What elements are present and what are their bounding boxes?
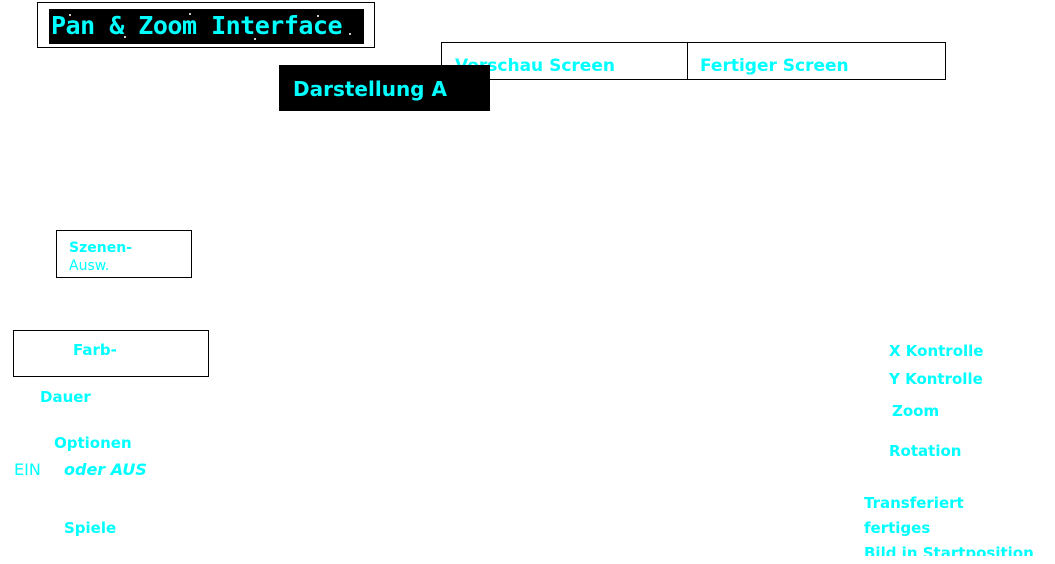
app-title: Pan & Zoom Interface [51,11,343,40]
screen-tab-divider [687,42,688,80]
transfer-label-line1[interactable]: Transferiert [864,494,964,512]
title-banner: Pan & Zoom Interface [49,9,364,44]
view-label-box: Darstellung A [279,65,490,111]
scene-select-label-line1: Szenen- [69,240,132,256]
scene-select-button[interactable]: Szenen- Ausw. [56,230,192,278]
x-control[interactable]: X Kontrolle [889,342,984,360]
scene-select-label-line2: Ausw. [69,258,110,274]
option-on-toggle[interactable]: EIN [14,460,41,479]
duration-control[interactable]: Dauer [40,388,91,406]
color-button[interactable]: Farb- [13,330,209,377]
tab-final-screen[interactable]: Fertiger Screen [700,56,849,76]
rotation-control[interactable]: Rotation [889,442,962,460]
color-label: Farb- [73,341,117,359]
title-frame [37,2,375,48]
transfer-label-line2[interactable]: fertiges [864,519,931,537]
options-label: Optionen [54,434,132,452]
screen-tab-bar [441,42,946,80]
option-off-toggle[interactable]: oder AUS [64,460,147,479]
y-control[interactable]: Y Kontrolle [889,370,983,388]
transfer-label-line3[interactable]: Bild in Startposition [864,544,1034,556]
tab-preview-screen[interactable]: Vorschau Screen [455,56,615,76]
play-button[interactable]: Spiele [64,519,117,537]
zoom-control[interactable]: Zoom [892,402,940,420]
view-label: Darstellung A [293,77,447,101]
